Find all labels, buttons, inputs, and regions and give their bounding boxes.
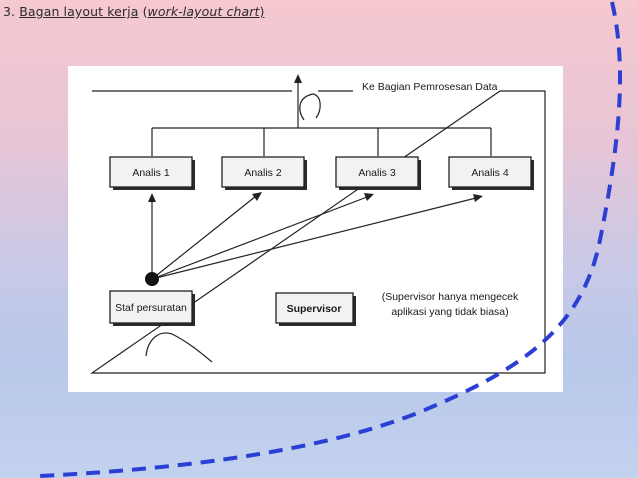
mail-staff-box: Staf persuratan — [109, 290, 195, 326]
flow-arrowhead-3 — [364, 193, 374, 201]
mail-intake-dot — [145, 272, 159, 286]
mail-staff-label: Staf persuratan — [115, 302, 187, 314]
analyst-label-2: Analis 2 — [244, 167, 282, 179]
title-italic: work-layout chart — [147, 4, 260, 19]
flow-arrow-3 — [151, 196, 368, 280]
flow-arrowhead-1 — [148, 193, 156, 202]
flow-arrow-4 — [151, 197, 477, 280]
title-number: 3. — [3, 4, 16, 19]
analyst-box-2: Analis 2 — [221, 156, 307, 190]
analyst-label-1: Analis 1 — [132, 167, 170, 179]
analyst-box-4: Analis 4 — [448, 156, 534, 190]
room-border — [90, 90, 546, 374]
analyst-box-3: Analis 3 — [335, 156, 421, 190]
door-swing — [299, 93, 321, 121]
slide-title: 3. Bagan layout kerja (work-layout chart… — [3, 4, 264, 19]
analyst-label-4: Analis 4 — [471, 167, 509, 179]
output-label: Ke Bagian Pemrosesan Data — [362, 81, 498, 93]
diagram-panel — [68, 66, 563, 392]
flow-arrowhead-4 — [473, 194, 483, 202]
title-main: Bagan layout kerja — [19, 4, 139, 19]
flow-arrowhead-2 — [252, 192, 262, 201]
supervisor-note-line2: aplikasi yang tidak biasa) — [391, 306, 508, 318]
entry-door-swing — [145, 332, 213, 363]
supervisor-label: Supervisor — [287, 303, 342, 315]
title-close-paren: ) — [259, 4, 265, 19]
title-open-paren: ( — [142, 4, 148, 19]
supervisor-box: Supervisor — [275, 292, 356, 326]
analyst-box-1: Analis 1 — [109, 156, 195, 190]
output-arrowhead — [294, 74, 302, 83]
supervisor-note-line1: (Supervisor hanya mengecek — [382, 291, 519, 303]
decorative-dashed-curve — [39, 1, 622, 478]
analyst-label-3: Analis 3 — [358, 167, 396, 179]
flow-arrow-2 — [151, 195, 257, 280]
